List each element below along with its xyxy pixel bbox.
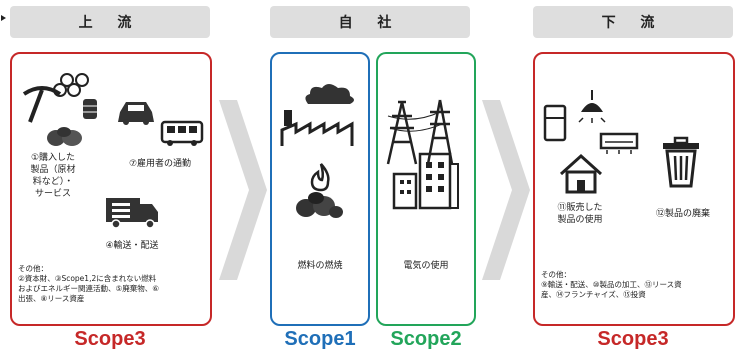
fire-icon: [310, 163, 330, 192]
upstream-commuting-label: ⑦雇用者の通勤: [128, 159, 192, 169]
upstream-transport-label: ④輸送・配送: [105, 241, 159, 251]
bus-icon: [160, 120, 204, 146]
trash-can-icon: [663, 136, 699, 188]
header-upstream: 上 流: [10, 6, 210, 38]
upstream-note-title: その他：: [18, 264, 48, 273]
arrow-right-icon: [482, 100, 530, 280]
downstream-note-title: その他：: [541, 270, 571, 279]
pickaxe-icon: [22, 86, 62, 123]
scope1-label: Scope1: [284, 328, 356, 350]
upstream-purchased-label: ①購入した 製品（原材 料など）・ サービス: [30, 153, 76, 199]
air-conditioner-icon: [599, 132, 639, 154]
header-downstream: 下 流: [533, 6, 733, 38]
upstream-note-body: ②資本財、③Scope1,2に含まれない燃料 およびエネルギー関連活動、⑤廃棄物…: [18, 274, 159, 303]
electricity-use-label: 電気の使用: [403, 261, 449, 271]
scope1-box: 燃料の燃焼: [270, 52, 370, 326]
ore-icon: [47, 127, 82, 146]
scope2-box: 電気の使用: [376, 52, 476, 326]
logs-icon: [53, 73, 89, 97]
arrow-right-icon: [219, 100, 267, 280]
downstream-use-label: ⑪販売した 製品の使用: [557, 203, 603, 225]
scope2-label: Scope2: [390, 328, 462, 350]
truck-icon: [106, 198, 158, 229]
lamp-icon: [578, 90, 606, 123]
car-icon: [118, 102, 154, 125]
smoke-icon: [305, 84, 354, 104]
coal-icon: [296, 192, 343, 218]
downstream-note-body: ⑨輸送・配送、⑩製品の加工、⑬リース資 産、⑭フランチャイズ、⑮投資: [541, 280, 682, 299]
refrigerator-icon: [543, 104, 567, 142]
cursor-icon: [1, 15, 6, 21]
upstream-box: ①購入した 製品（原材 料など）・ サービス ⑦雇用者の通勤 ④輸送・配送 その…: [10, 52, 212, 326]
house-icon: [559, 153, 603, 194]
barrel-icon: [83, 99, 97, 119]
upstream-scope-label: Scope3: [74, 328, 146, 350]
power-tower-icon: [386, 99, 454, 165]
downstream-box: ⑪販売した 製品の使用 ⑫製品の廃棄 その他： ⑨輸送・配送、⑩製品の加工、⑬リ…: [533, 52, 735, 326]
factory-icon: [280, 110, 354, 146]
downstream-disposal-label: ⑫製品の廃棄: [655, 209, 710, 219]
header-company: 自 社: [270, 6, 470, 38]
downstream-scope-label: Scope3: [597, 328, 669, 350]
building-icon: [392, 152, 459, 210]
fuel-combustion-label: 燃料の燃焼: [297, 261, 343, 271]
